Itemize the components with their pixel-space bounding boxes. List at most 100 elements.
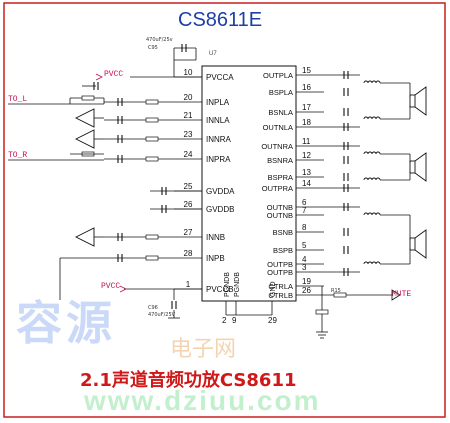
- inductor: [363, 151, 381, 155]
- left-pin-name: PVCCB: [206, 285, 234, 294]
- c96-ref: C96: [148, 305, 158, 311]
- right-pin-number: 16: [302, 83, 311, 92]
- right-pin-number: 12: [302, 151, 311, 160]
- resistor: [145, 136, 159, 142]
- right-pin-name: OUTNB: [267, 203, 293, 212]
- right-pin-number: 8: [302, 223, 307, 232]
- right-pin-number: 13: [302, 168, 311, 177]
- bottom-pin-number: 29: [268, 316, 277, 325]
- left-pin-name: INPB: [206, 254, 225, 263]
- resistor: [145, 99, 159, 105]
- left-pin-number: 20: [184, 93, 193, 102]
- right-pin-name: BSNRA: [267, 156, 293, 165]
- inductor: [363, 80, 381, 84]
- bottom-pin-name: PGNDB: [224, 272, 231, 297]
- right-pin-number: 7: [302, 206, 307, 215]
- pvcc-arrow: [95, 73, 103, 81]
- left-pin-number: 25: [184, 182, 193, 191]
- pvcc-arrow: [119, 285, 127, 293]
- right-pin-name: OUTPB: [267, 268, 293, 277]
- left-pin-number: 28: [184, 249, 193, 258]
- right-pin-number: 15: [302, 66, 311, 75]
- c96-value: 470uF/25V: [148, 312, 176, 318]
- right-pin-name: CTRLA: [268, 282, 293, 291]
- left-pin-name: INNB: [206, 233, 225, 242]
- resistor: [81, 95, 95, 101]
- right-pin-number: 18: [302, 118, 311, 127]
- right-pin-name: OUTNRA: [261, 142, 293, 151]
- left-pin-number: 23: [184, 130, 193, 139]
- r15-ref: R15: [331, 288, 341, 294]
- left-pin-name: GVDDA: [206, 187, 235, 196]
- net-pvcc-top: PVCC: [104, 70, 124, 79]
- left-pin-number: 1: [186, 280, 191, 289]
- diagram-caption: 2.1声道音频功放CS8611: [80, 370, 297, 391]
- speaker-icon: [409, 94, 416, 108]
- net-mute: MUTE: [392, 290, 412, 299]
- left-pin-number: 21: [184, 111, 193, 120]
- right-pin-number: 5: [302, 241, 307, 250]
- right-pin-name: OUTPB: [267, 260, 293, 269]
- right-pin-name: BSNB: [273, 228, 293, 237]
- watermark-url: www.dziuu.com: [84, 385, 321, 416]
- net-to-l: TO_L: [8, 95, 28, 104]
- resistor: [145, 255, 159, 261]
- watermark-site: 电子网: [170, 337, 237, 362]
- chip-ref: U7: [209, 51, 217, 57]
- mute-arrow: [391, 289, 401, 301]
- inductor: [363, 212, 381, 216]
- chip-body: [201, 65, 297, 302]
- resistor: [145, 117, 159, 123]
- right-pin-name: OUTPLA: [263, 71, 293, 80]
- c95-value: 470uF/25v: [146, 37, 173, 43]
- buffer-triangle: [74, 227, 95, 247]
- right-pin-name: BSPRA: [268, 173, 293, 182]
- right-pin-name: BSPLA: [269, 88, 293, 97]
- bottom-pin-number: 2: [222, 316, 227, 325]
- left-pin-name: INPRA: [206, 155, 231, 164]
- speaker-icon: [414, 86, 427, 116]
- right-pin-number: 11: [302, 137, 311, 146]
- buffer-triangle: [74, 129, 95, 149]
- bottom-pin-name: GND: [270, 281, 277, 297]
- left-pin-name: INNLA: [206, 116, 230, 125]
- left-pin-number: 24: [184, 150, 193, 159]
- speaker-icon: [409, 160, 416, 174]
- net-pvcc-bottom: PVCC: [101, 282, 121, 291]
- c95-ref: C95: [148, 45, 158, 51]
- left-pin-number: 27: [184, 228, 193, 237]
- right-pin-name: BSNLA: [268, 108, 293, 117]
- left-pin-name: GVDDB: [206, 205, 234, 214]
- right-pin-number: 17: [302, 103, 311, 112]
- bottom-pin-name: PGNDB: [234, 272, 241, 297]
- right-pin-name: BSPB: [273, 246, 293, 255]
- net-to-r: TO_R: [8, 151, 28, 160]
- resistor: [333, 292, 347, 298]
- speaker-icon: [414, 152, 427, 182]
- speaker-icon: [409, 237, 416, 251]
- left-pin-number: 26: [184, 200, 193, 209]
- buffer-triangle: [74, 108, 95, 128]
- diagram-title: CS8611E: [178, 9, 263, 31]
- right-pin-name: OUTNLA: [263, 123, 293, 132]
- right-pin-number: 14: [302, 179, 311, 188]
- left-pin-name: PVCCA: [206, 73, 234, 82]
- right-pin-number: 4: [302, 255, 307, 264]
- left-pin-number: 10: [184, 68, 193, 77]
- inductor: [363, 177, 381, 181]
- bottom-pin-number: 9: [232, 316, 237, 325]
- left-pin-name: INPLA: [206, 98, 230, 107]
- resistor: [145, 234, 159, 240]
- resistor: [315, 309, 329, 315]
- right-pin-number: 19: [302, 277, 311, 286]
- speaker-icon: [414, 229, 427, 259]
- inductor: [363, 116, 381, 120]
- resistor: [145, 156, 159, 162]
- right-pin-number: 26: [302, 286, 311, 295]
- watermark-logo: 容源: [16, 296, 116, 350]
- right-pin-name: OUTNB: [267, 211, 293, 220]
- inductor: [363, 261, 381, 265]
- left-pin-name: INNRA: [206, 135, 232, 144]
